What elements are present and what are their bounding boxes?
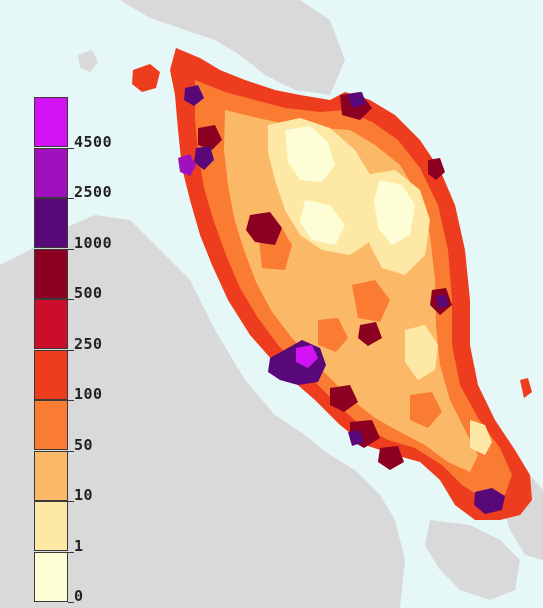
highlands-empty-2 (374, 180, 415, 245)
interior-medium-patch-4 (410, 392, 442, 428)
southern-sparse (470, 420, 492, 455)
andaman-island (78, 50, 98, 72)
johor-bahru-urban (474, 488, 505, 514)
kota-bharu-urban (348, 92, 366, 108)
alor-setar-urban (184, 85, 204, 106)
interior-medium-patch-3 (318, 318, 348, 352)
east-islet (520, 378, 532, 398)
interior-medium-patch-2 (352, 280, 390, 322)
sumatra-landmass (0, 215, 405, 608)
penang-island (178, 154, 196, 176)
riau-islands (425, 520, 520, 600)
kuantan-urban (436, 295, 448, 308)
thailand-landmass (120, 0, 345, 95)
interior-dark-cluster (358, 322, 382, 346)
highlands-empty-1 (285, 126, 335, 182)
east-coast-sparse (405, 325, 438, 380)
klang-valley-core (296, 345, 318, 368)
terengganu-cluster (428, 158, 445, 180)
highlands-empty-3 (300, 200, 345, 245)
ipoh-cluster (246, 212, 282, 245)
butterworth-urban (194, 146, 214, 170)
kedah-cluster (198, 125, 222, 150)
muar-cluster (378, 446, 404, 470)
melaka-urban (348, 430, 364, 446)
seremban-cluster (330, 385, 358, 412)
langkawi-island (132, 64, 160, 92)
